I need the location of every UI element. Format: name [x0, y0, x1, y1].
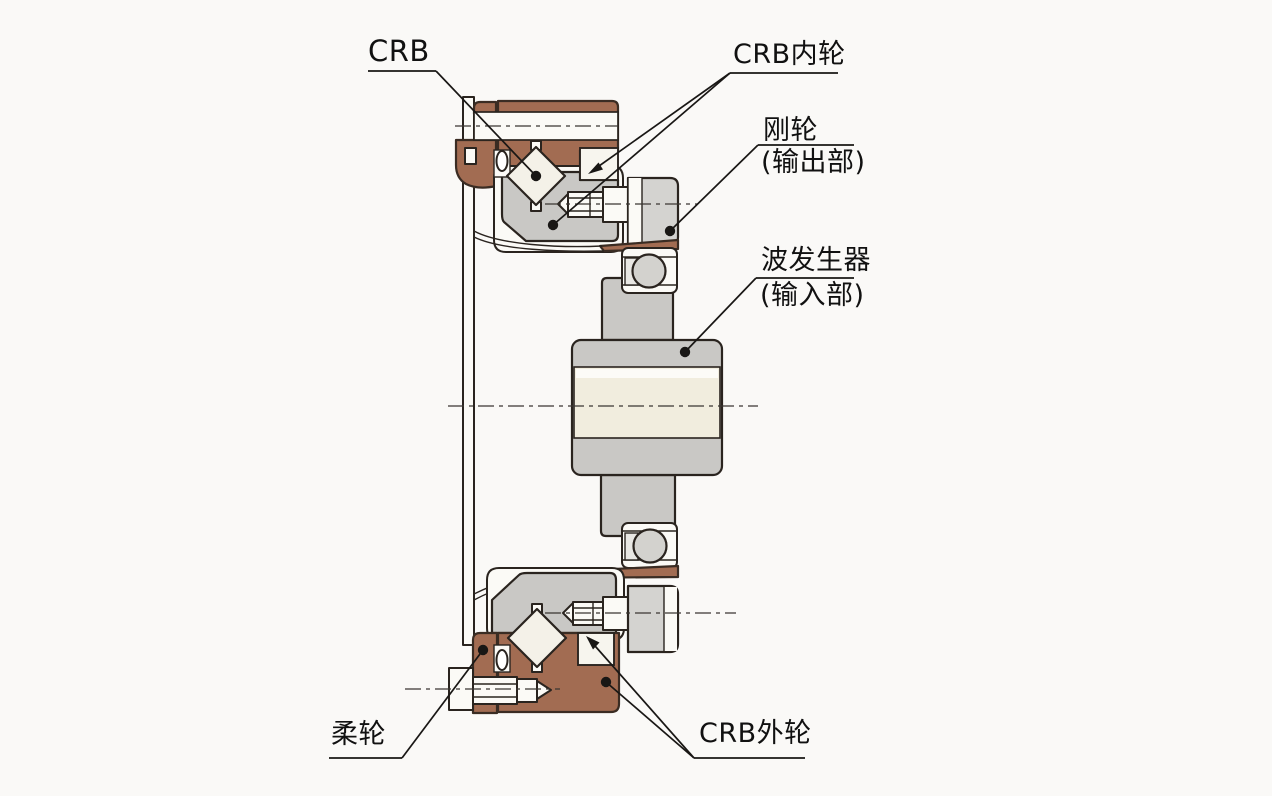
rigid-wheel-flange-top [626, 176, 680, 247]
rigid-wheel-flange-bottom [626, 584, 680, 654]
flex-wheel-leader [329, 644, 489, 759]
seal-bottom [493, 644, 511, 673]
flexspline-wall [462, 96, 475, 646]
rigid-wheel-leader [664, 144, 854, 237]
shaft-highlight [576, 369, 718, 378]
bottom-assembly [448, 564, 680, 715]
label-crb-outer-ring: CRB外轮 [699, 718, 812, 749]
top-assembly [454, 99, 680, 253]
label-rigid-wheel-sub: (输出部) [761, 147, 866, 178]
shaft-bore-band [573, 366, 721, 439]
crb-inner-leader [547, 72, 838, 231]
leader-lines [329, 70, 854, 759]
label-flex-wheel: 柔轮 [331, 719, 386, 750]
bearing-ball-top [631, 253, 667, 289]
crossed-roller-bottom [506, 603, 568, 673]
ball-bearing-top [621, 247, 678, 294]
crb-leader [368, 70, 542, 182]
crb-outer-leader [586, 636, 805, 759]
bearing-ball-bottom [632, 528, 668, 564]
seal-pocket-top [464, 147, 477, 165]
ball-bearing-bottom [621, 522, 678, 569]
label-crb-inner-ring: CRB内轮 [733, 39, 846, 70]
seal-top [493, 149, 511, 178]
label-wave-generator-sub: (输入部) [760, 280, 865, 311]
wave-generator-leader [679, 277, 854, 358]
label-rigid-wheel: 刚轮 [763, 115, 818, 146]
label-wave-generator: 波发生器 [761, 245, 871, 276]
label-crb: CRB [368, 34, 430, 68]
flexspline-neck-top [473, 230, 605, 252]
centerlines [405, 125, 758, 690]
wave-generator-hub [570, 276, 724, 538]
